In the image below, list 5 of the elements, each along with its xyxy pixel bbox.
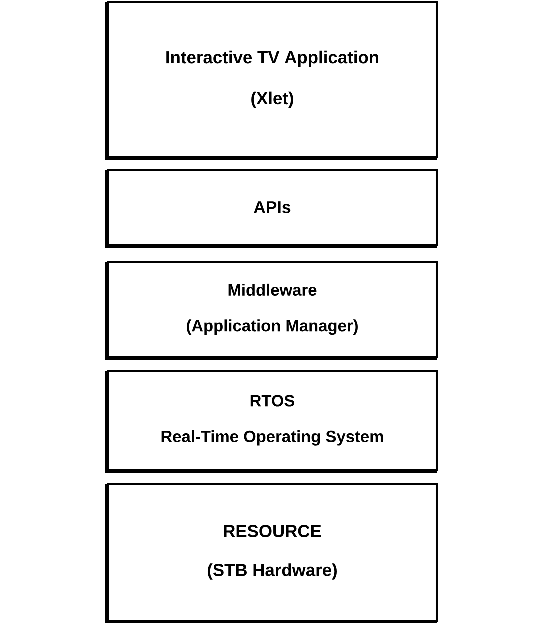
- layer-box: Middleware (Application Manager): [105, 261, 438, 360]
- layer-box: RESOURCE (STB Hardware): [105, 483, 438, 623]
- layer-box: RTOS Real-Time Operating System: [105, 370, 438, 473]
- layer-box: APIs: [105, 169, 438, 248]
- layer-box: Interactive TV Application (Xlet): [105, 1, 438, 160]
